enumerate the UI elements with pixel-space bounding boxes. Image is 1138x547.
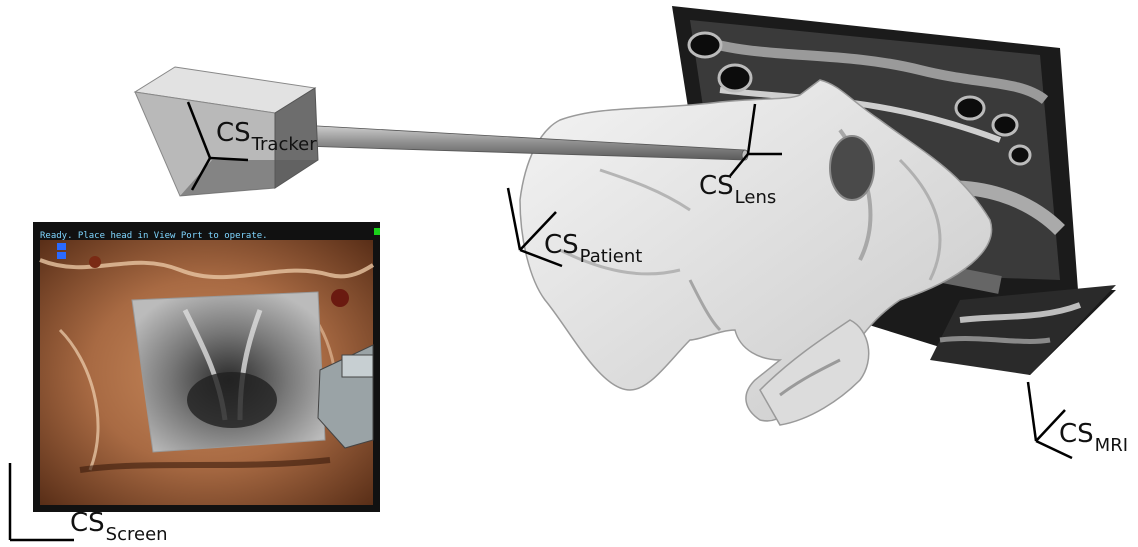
cs-lens-main: CS (699, 171, 734, 201)
cs-patient-label: CSPatient (544, 232, 642, 258)
cs-mri-sub: MRI (1095, 435, 1128, 456)
cs-screen-label: CSScreen (70, 510, 168, 536)
cs-lens-sub: Lens (735, 187, 777, 208)
screen-status-text: Ready. Place head in View Port to operat… (40, 231, 268, 241)
cs-patient-sub: Patient (580, 246, 643, 267)
cs-mri-main: CS (1059, 419, 1094, 449)
cs-tracker-main: CS (216, 118, 251, 148)
cs-patient-main: CS (544, 230, 579, 260)
cs-screen-main: CS (70, 508, 105, 538)
cs-tracker-label: CSTracker (216, 120, 317, 146)
endoscope-screen (33, 222, 380, 512)
cs-lens-label: CSLens (699, 173, 776, 199)
cs-tracker-sub: Tracker (252, 134, 317, 155)
cs-mri-label: CSMRI (1059, 421, 1128, 447)
status-indicator-icon (57, 243, 66, 250)
mri-overlay-patch (132, 292, 325, 452)
cs-screen-sub: Screen (106, 524, 168, 545)
status-indicator-icon (57, 252, 66, 259)
status-indicator-icon (374, 228, 380, 235)
